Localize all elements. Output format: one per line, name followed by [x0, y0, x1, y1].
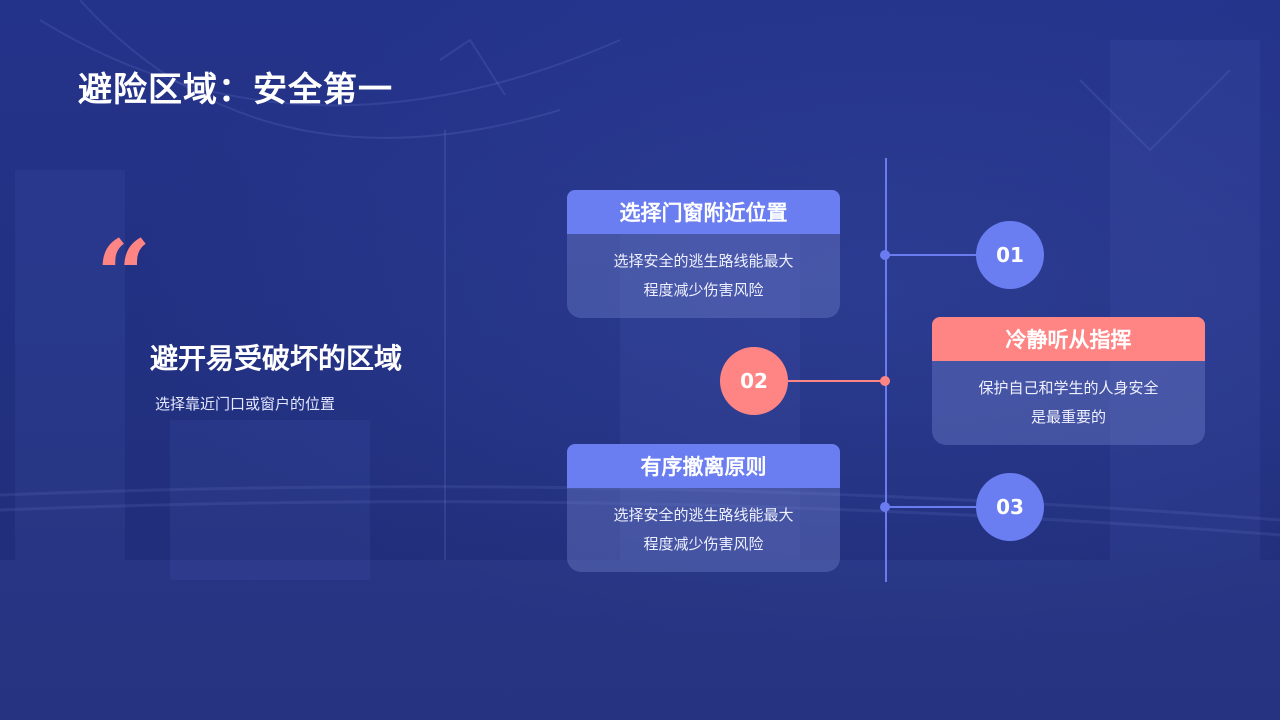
- timeline-axis: [885, 158, 887, 582]
- page-title: 避险区域：安全第一: [78, 70, 393, 110]
- step-card-line: 选择安全的逃生路线能最大: [613, 252, 794, 270]
- left-heading: 避开易受破坏的区域: [150, 342, 403, 375]
- step-card-line: 程度减少伤害风险: [643, 281, 764, 299]
- step-card-line: 保护自己和学生的人身安全: [978, 379, 1159, 397]
- step-card-body: 选择安全的逃生路线能最大 程度减少伤害风险: [567, 488, 840, 572]
- step-card-line: 选择安全的逃生路线能最大: [613, 506, 794, 524]
- step-card-body: 保护自己和学生的人身安全 是最重要的: [932, 361, 1205, 445]
- step-card-title: 选择门窗附近位置: [567, 190, 840, 234]
- step-number-01: 01: [976, 221, 1044, 289]
- step-number-02: 02: [720, 347, 788, 415]
- quote-mark-icon: “: [96, 219, 152, 332]
- step-card-body: 选择安全的逃生路线能最大 程度减少伤害风险: [567, 234, 840, 318]
- timeline-dot-03: [880, 502, 890, 512]
- step-card-line: 是最重要的: [1030, 408, 1106, 426]
- step-card-title: 冷静听从指挥: [932, 317, 1205, 361]
- step-card-02: 冷静听从指挥 保护自己和学生的人身安全 是最重要的: [932, 317, 1205, 445]
- connector-03: [885, 506, 980, 508]
- step-number-03: 03: [976, 473, 1044, 541]
- step-card-line: 程度减少伤害风险: [643, 535, 764, 553]
- step-card-title: 有序撤离原则: [567, 444, 840, 488]
- connector-01: [885, 254, 980, 256]
- step-card-03: 有序撤离原则 选择安全的逃生路线能最大 程度减少伤害风险: [567, 444, 840, 572]
- timeline-dot-01: [880, 250, 890, 260]
- left-subtext: 选择靠近门口或窗户的位置: [155, 395, 336, 413]
- timeline-dot-02: [880, 376, 890, 386]
- connector-02: [786, 380, 887, 382]
- step-card-01: 选择门窗附近位置 选择安全的逃生路线能最大 程度减少伤害风险: [567, 190, 840, 318]
